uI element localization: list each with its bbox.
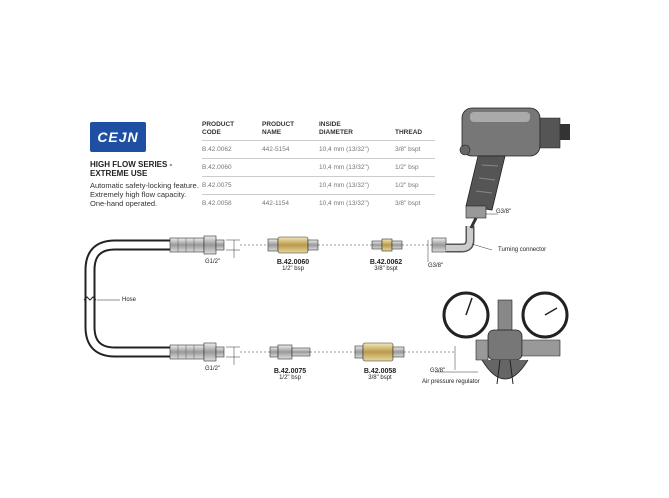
- feature-item: One-hand operated.: [90, 199, 158, 208]
- coupling-b420058: [354, 342, 405, 362]
- part-code: B.42.0060: [276, 259, 310, 266]
- part-b420058: B.42.0058 3/8" bspt: [352, 368, 408, 381]
- cell: 10,4 mm (13/32"): [319, 140, 395, 159]
- part-b420062: B.42.0062 3/8" bspt: [358, 259, 414, 272]
- feature-list: Automatic safety-locking feature. Extrem…: [90, 181, 199, 208]
- logo-text: CEJN: [97, 129, 139, 145]
- hose-fitting-top: [169, 235, 225, 255]
- thread-label-g38-connector: G3/8": [428, 263, 444, 269]
- cell: [262, 176, 319, 195]
- part-b420075: B.42.0075 1/2" bsp: [264, 368, 316, 381]
- hose: [83, 239, 172, 358]
- air-regulator-label: Air pressure regulator: [422, 379, 480, 385]
- cell: 1/2" bsp: [395, 176, 435, 195]
- cell: 10,4 mm (13/32"): [319, 194, 395, 212]
- turning-connector: [431, 226, 493, 253]
- cell: B.42.0058: [202, 194, 262, 212]
- cejn-logo: CEJN: [90, 122, 146, 152]
- cell: [262, 158, 319, 177]
- cell: 3/8" bspt: [395, 140, 435, 159]
- part-code: B.42.0075: [273, 368, 307, 375]
- part-thread: 1/2" bsp: [279, 375, 301, 381]
- cell: 442-1154: [262, 194, 319, 212]
- cell: 3/8" bspt: [395, 194, 435, 212]
- cell: 442-5154: [262, 140, 319, 159]
- part-thread: 3/8" bspt: [368, 375, 392, 381]
- thread-label-g12-top: G1/2": [205, 259, 221, 265]
- series-title: HIGH FLOW SERIES - EXTREME USE: [90, 160, 172, 178]
- hose-label: Hose: [122, 297, 137, 303]
- coupling-b420060: [267, 236, 319, 254]
- turning-connector-label: Turning connector: [498, 247, 547, 253]
- header-thread: THREAD: [395, 129, 423, 136]
- feature-item: Automatic safety-locking feature.: [90, 181, 199, 190]
- cell: 1/2" bsp: [395, 158, 435, 177]
- air-pressure-regulator: [435, 291, 569, 385]
- part-thread: 3/8" bspt: [374, 266, 398, 272]
- part-code: B.42.0058: [363, 368, 397, 375]
- cell: 10,4 mm (13/32"): [319, 176, 395, 195]
- nipple-b420075: [269, 344, 311, 360]
- thread-label-g38-regulator: G3/8": [430, 368, 446, 374]
- cell: B.42.0075: [202, 176, 262, 195]
- part-thread: 1/2" bsp: [282, 266, 304, 272]
- thread-label-g38-wrench: G3/8": [496, 209, 512, 215]
- cell: 10,4 mm (13/32"): [319, 158, 395, 177]
- series-title-line1: HIGH FLOW SERIES -: [90, 160, 173, 169]
- table-row: B.42.0060 10,4 mm (13/32")1/2" bsp: [202, 158, 435, 177]
- impact-wrench: [459, 107, 570, 229]
- part-code: B.42.0062: [369, 259, 403, 266]
- part-b420060: B.42.0060 1/2" bsp: [268, 259, 318, 272]
- hose-fitting-bottom: [169, 342, 225, 362]
- thread-label-g12-bottom: G1/2": [205, 366, 221, 372]
- table-row: B.42.0075 10,4 mm (13/32")1/2" bsp: [202, 176, 435, 195]
- series-title-line2: EXTREME USE: [90, 169, 148, 178]
- cell: B.42.0060: [202, 158, 262, 177]
- nipple-b420062: [371, 238, 403, 252]
- cell: B.42.0062: [202, 140, 262, 159]
- feature-item: Extremely high flow capacity.: [90, 190, 187, 199]
